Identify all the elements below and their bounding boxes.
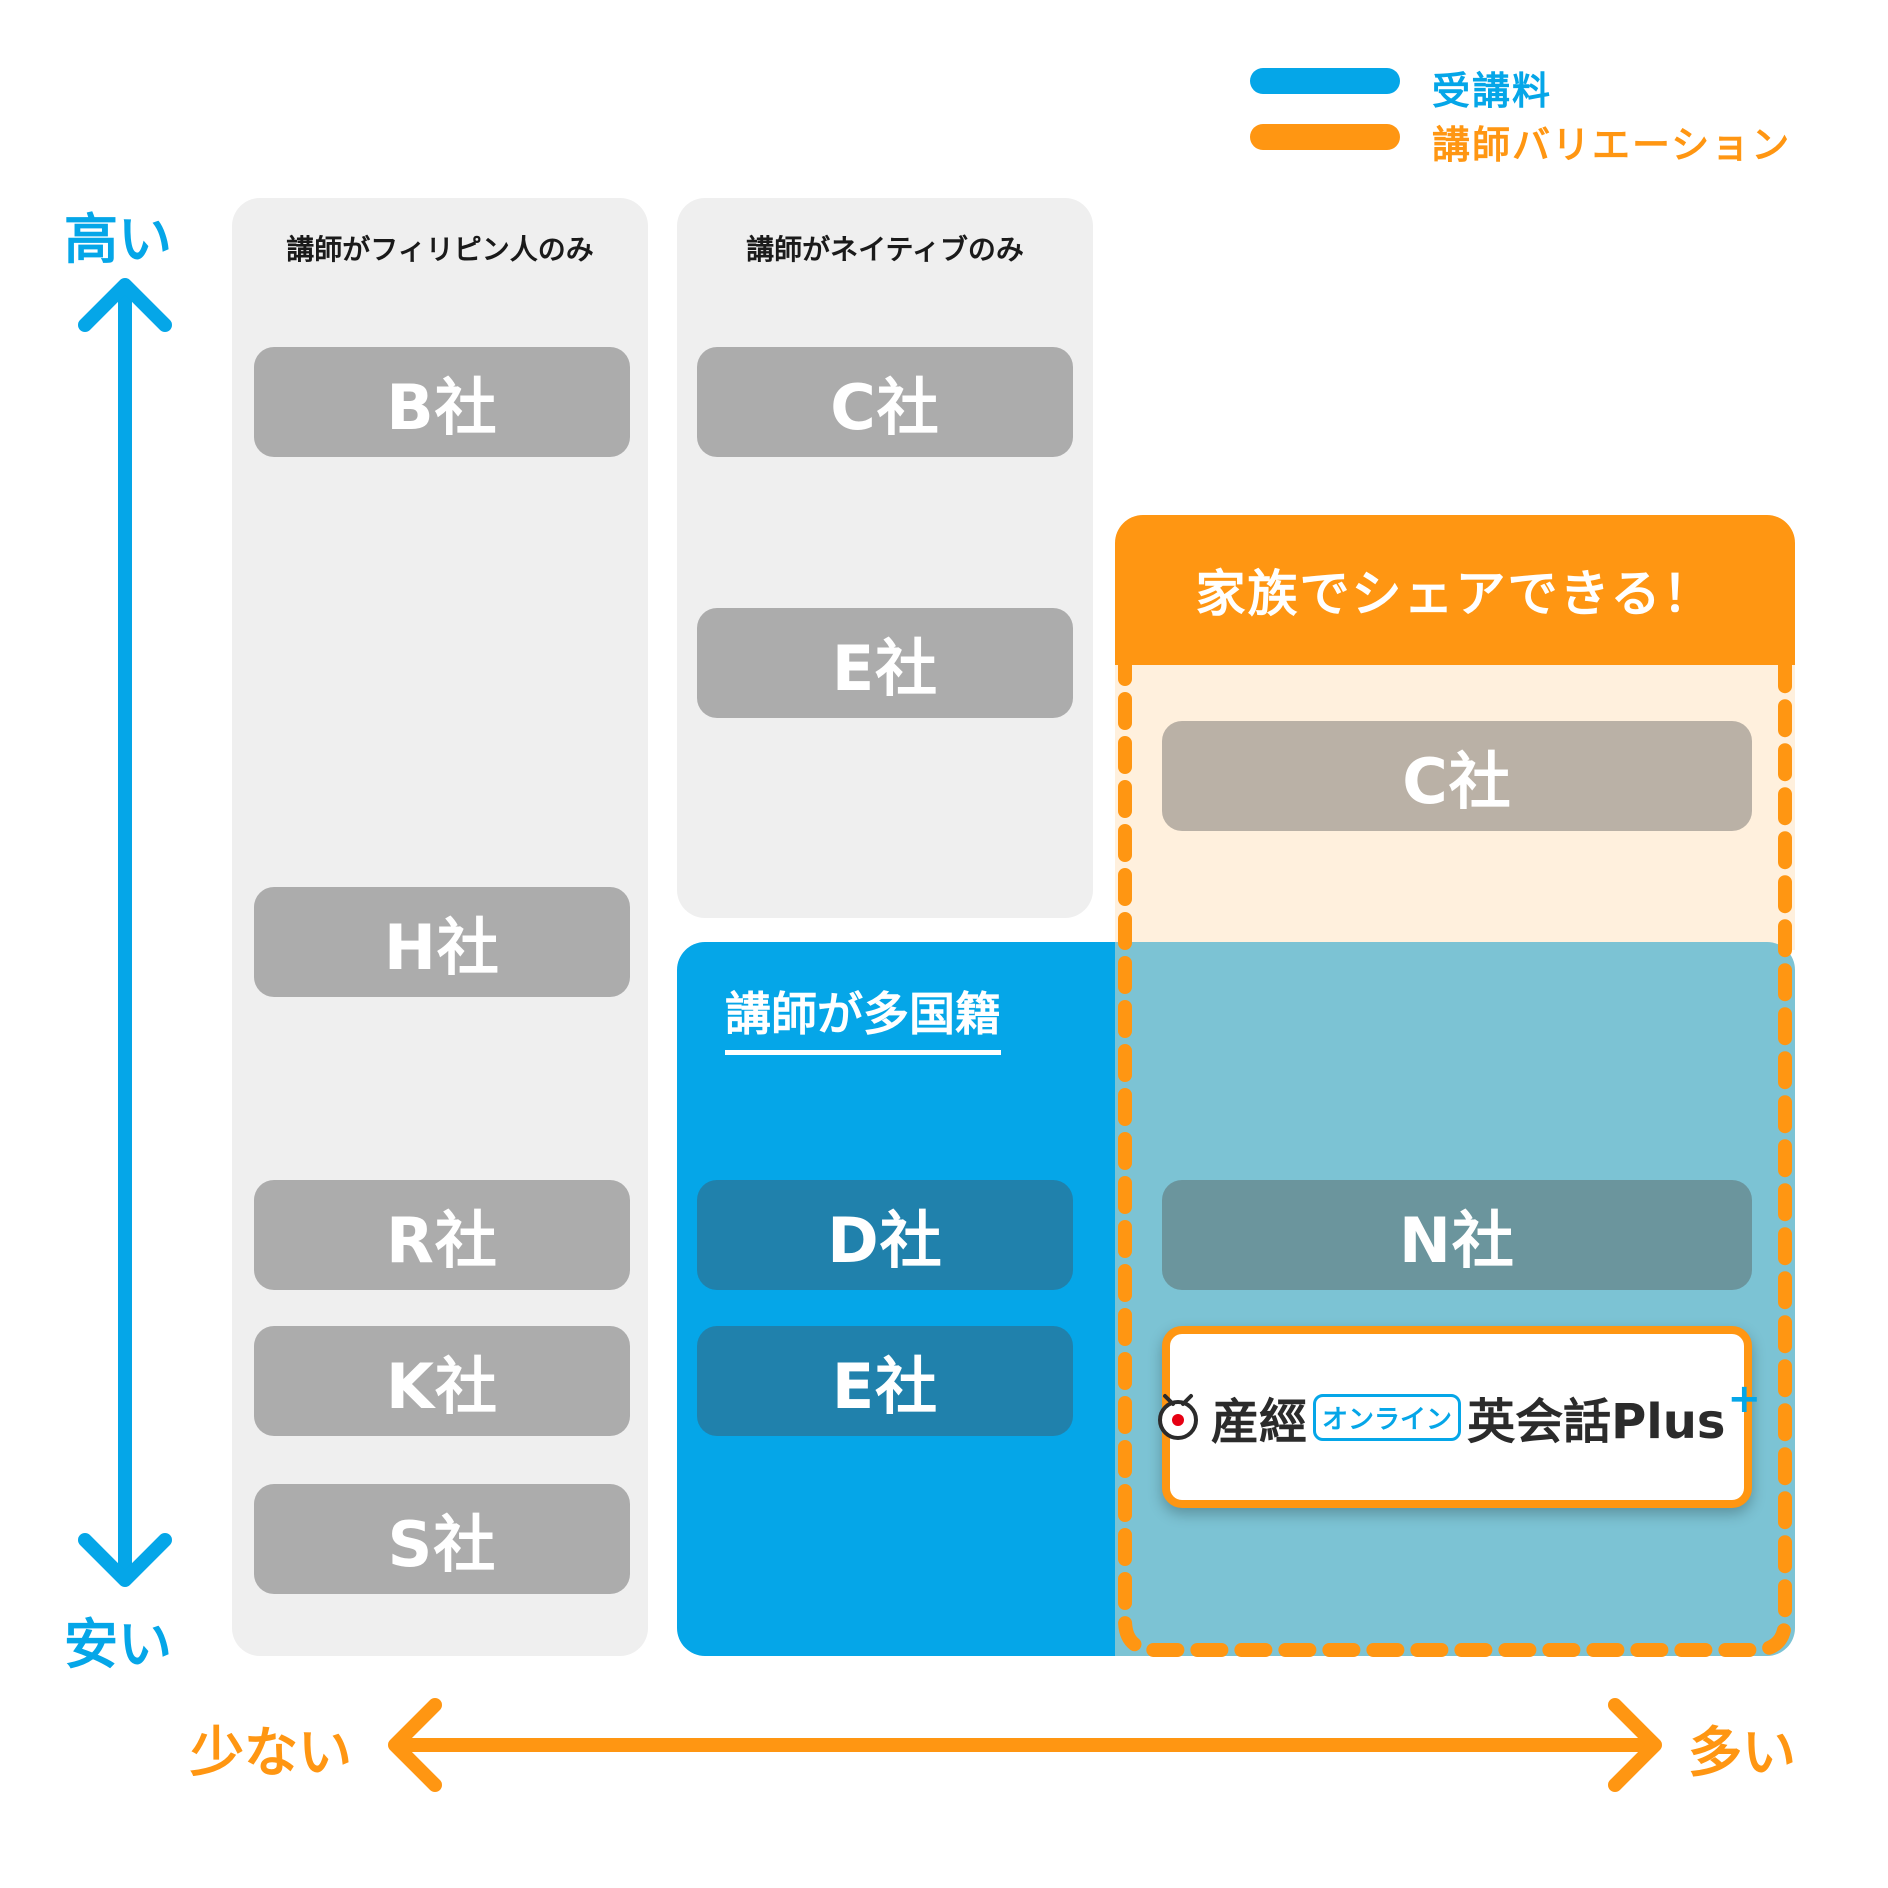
featured-brand-suffix: + bbox=[1727, 1376, 1761, 1422]
featured-brand-badge: オンライン bbox=[1313, 1393, 1462, 1441]
legend-swatch-variation bbox=[1250, 124, 1400, 150]
company-pill-r: R社 bbox=[254, 1180, 630, 1290]
vertical-axis-high-label: 高い bbox=[64, 208, 172, 271]
company-pill-c-native: C社 bbox=[697, 347, 1073, 457]
horizontal-axis-low-label: 少ない bbox=[190, 1721, 352, 1784]
company-pill-n-family: N社 bbox=[1162, 1180, 1752, 1290]
company-pill-e-native: E社 bbox=[697, 608, 1073, 718]
company-pill-e-multi: E社 bbox=[697, 1326, 1073, 1436]
company-pill-b: B社 bbox=[254, 347, 630, 457]
multinational-heading: 講師が多国籍 bbox=[725, 978, 1001, 1055]
family-share-heading: 家族でシェアできる！ bbox=[1115, 515, 1795, 665]
column-philippine-heading: 講師がフィリピン人のみ bbox=[286, 233, 594, 266]
featured-brand-prefix: 産經 bbox=[1211, 1394, 1308, 1450]
company-pill-h: H社 bbox=[254, 887, 630, 997]
legend-label-variation: 講師バリエーション bbox=[1432, 123, 1792, 167]
region-family-share-lower bbox=[1115, 942, 1795, 1656]
family-share-dashed-border bbox=[1118, 655, 1792, 1657]
horizontal-axis-arrow-icon bbox=[388, 1698, 1662, 1792]
company-pill-k: K社 bbox=[254, 1326, 630, 1436]
column-native-heading: 講師がネイティブのみ bbox=[746, 233, 1024, 266]
company-pill-d-multi: D社 bbox=[697, 1180, 1073, 1290]
featured-brand-main: 英会話Plus bbox=[1467, 1394, 1726, 1450]
column-native-only bbox=[677, 198, 1093, 918]
legend-label-fee: 受講料 bbox=[1432, 69, 1553, 113]
company-pill-s: S社 bbox=[254, 1484, 630, 1594]
featured-brand-logo: 産經 オンライン 英会話Plus + bbox=[1153, 1376, 1761, 1452]
sankei-logo-icon bbox=[1158, 1394, 1199, 1440]
legend-swatch-fee bbox=[1250, 68, 1400, 94]
horizontal-axis-high-label: 多い bbox=[1688, 1721, 1796, 1784]
region-multinational bbox=[677, 942, 1139, 1656]
featured-sankei-card[interactable]: 産經 オンライン 英会話Plus + bbox=[1158, 1326, 1761, 1508]
company-pill-c-family: C社 bbox=[1162, 721, 1752, 831]
vertical-axis-low-label: 安い bbox=[64, 1613, 172, 1676]
vertical-axis-arrow-icon bbox=[78, 278, 172, 1587]
